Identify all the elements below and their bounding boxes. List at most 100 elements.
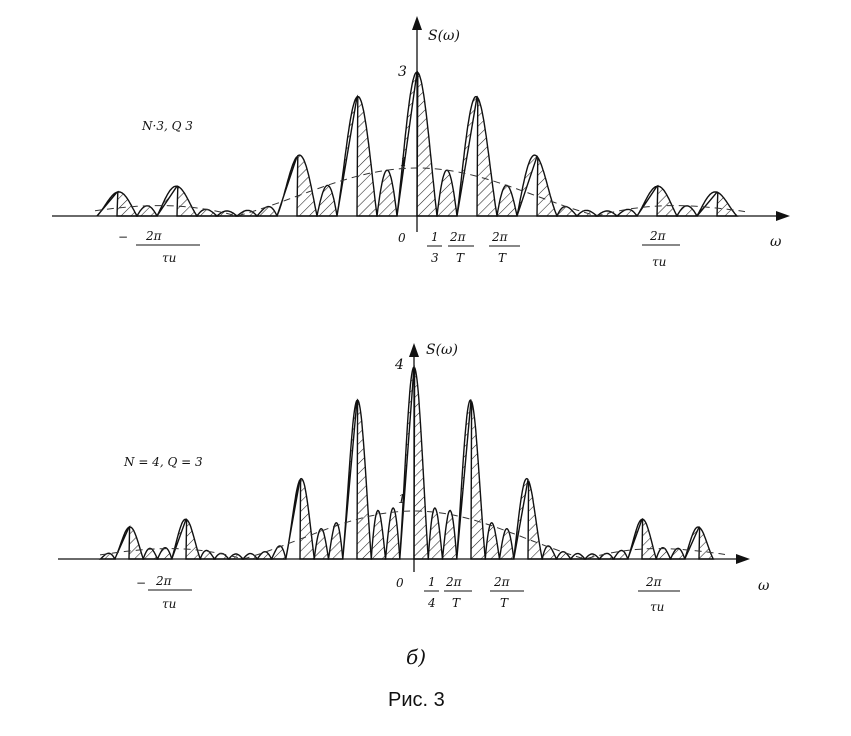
bottom-neg-tick-num: 2π — [155, 574, 173, 588]
bottom-spectrum-lobe-0 — [98, 552, 116, 560]
top-spectrum-lobe-21 — [516, 154, 538, 217]
top-spectrum-lobe-9 — [276, 156, 298, 217]
bottom-spectrum-lobe-37 — [627, 517, 644, 560]
bottom-frac-num: 1 — [428, 575, 436, 589]
bottom-spectrum-lobe-13 — [285, 479, 301, 560]
bottom-spectrum-lobe-18 — [356, 398, 373, 560]
bottom-spectrum-lobe-26 — [470, 401, 487, 560]
bottom-period1-num: 2π — [445, 575, 463, 589]
figure-part-label: б) — [406, 645, 426, 669]
top-spectrum-lobe-31 — [716, 191, 739, 217]
bottom-spectrum-lobe-12 — [270, 545, 287, 560]
bottom-spectrum-lobe-24 — [441, 509, 458, 560]
bottom-neg-tick-prefix: − — [136, 576, 146, 590]
top-spectrum-lobe-2 — [135, 205, 159, 217]
bottom-spectrum-lobe-16 — [327, 522, 344, 560]
bottom-spectrum-lobe-33 — [569, 552, 587, 560]
bottom-y-axis-label: S(ω) — [426, 342, 458, 358]
bottom-x-arrow — [736, 554, 750, 564]
top-params: N·3, Q 3 — [141, 119, 193, 133]
bottom-spectrum-lobe-27 — [484, 522, 501, 560]
top-y-axis-label: S(ω) — [428, 28, 460, 44]
top-spectrum-lobe-27 — [636, 184, 659, 217]
bottom-params: N = 4, Q = 3 — [123, 455, 203, 469]
bottom-y-arrow — [409, 343, 419, 357]
bottom-spectrum-lobe-9 — [227, 553, 245, 560]
bottom-neg-tick-den: τи — [162, 597, 176, 611]
bottom-spectrum-lobes — [98, 365, 715, 560]
top-spectrum-lobe-28 — [656, 185, 679, 217]
bottom-spectrum-lobe-32 — [555, 550, 573, 560]
bottom-spectrum-lobe-19 — [370, 509, 387, 560]
top-spectrum-lobe-12 — [336, 94, 359, 217]
top-period2-den: T — [498, 251, 507, 265]
top-x-axis-label: ω — [770, 234, 782, 250]
bottom-spectrum-lobe-36 — [612, 549, 629, 560]
bottom-pos-tick-den: τи — [650, 600, 664, 614]
top-neg-tick-prefix: − — [118, 230, 128, 244]
top-x-arrow — [776, 211, 790, 221]
top-spectrum-lobe-15 — [396, 70, 418, 217]
bottom-peak-label: 4 — [394, 357, 404, 373]
top-spectrum-lobe-26 — [615, 208, 639, 217]
bottom-x-axis-label: ω — [758, 578, 770, 594]
bottom-spectrum-lobe-4 — [156, 546, 173, 560]
bottom-spectrum-lobe-5 — [171, 518, 187, 560]
bottom-spectrum-lobe-29 — [513, 477, 529, 560]
bottom-spectrum-lobe-15 — [313, 527, 330, 560]
top-spectrum-lobe-29 — [675, 205, 699, 217]
top-spectrum-lobe-10 — [296, 154, 318, 217]
top-spectrum-lobe-5 — [195, 208, 219, 217]
top-spectrum-lobe-30 — [696, 191, 719, 217]
top-frac-den: 3 — [431, 251, 439, 265]
top-spectrum-lobe-3 — [156, 185, 179, 217]
bottom-spectrum-lobe-2 — [128, 526, 145, 560]
top-peak-label: 3 — [398, 64, 407, 80]
bottom-spectrum-lobe-31 — [541, 545, 558, 560]
bottom-spectrum-lobe-22 — [413, 367, 430, 560]
top-period1-den: T — [456, 251, 465, 265]
bottom-plot: S(ω) ω 4 1 N = 4, Q = 3 0 − 2π τи 1 4 2π… — [58, 342, 770, 614]
top-period1-num: 2π — [449, 230, 467, 244]
top-spectrum-lobe-14 — [376, 169, 398, 217]
top-spectrum-lobe-4 — [176, 185, 199, 217]
top-plot: S(ω) ω 3 1 N·3, Q 3 0 − 2π τи 1 3 2π T 2… — [52, 16, 790, 269]
bottom-spectrum-lobe-42 — [698, 526, 715, 560]
top-frac-num: 1 — [431, 230, 439, 244]
bottom-spectrum-lobe-20 — [384, 507, 401, 560]
top-pos-tick-num: 2π — [649, 229, 667, 243]
bottom-spectrum-lobe-6 — [185, 518, 202, 560]
bottom-period2-den: T — [500, 596, 509, 610]
bottom-spectrum-lobe-17 — [342, 399, 358, 560]
top-origin-label: 0 — [398, 231, 406, 245]
bottom-spectrum-lobe-21 — [399, 365, 415, 560]
top-neg-tick-num: 2π — [145, 229, 163, 243]
top-spectrum-lobe-23 — [555, 205, 579, 217]
bottom-spectrum-lobe-1 — [114, 525, 131, 560]
top-y-arrow — [412, 16, 422, 30]
bottom-spectrum-lobe-23 — [427, 507, 444, 560]
top-spectrum-lobe-20 — [496, 184, 518, 217]
top-envelope-label: 1 — [400, 155, 408, 169]
bottom-spectrum-lobe-38 — [641, 518, 658, 560]
figure-caption: Рис. 3 — [388, 689, 445, 711]
top-envelope-curve — [94, 167, 746, 217]
bottom-spectrum-lobe-14 — [299, 477, 316, 560]
bottom-pos-tick-num: 2π — [645, 575, 663, 589]
bottom-spectrum-lobe-28 — [498, 527, 515, 560]
top-spectrum-lobe-1 — [116, 191, 139, 217]
bottom-spectrum-lobe-3 — [142, 547, 159, 560]
bottom-spectrum-lobe-40 — [669, 547, 686, 560]
bottom-period1-den: T — [452, 596, 461, 610]
bottom-frac-den: 4 — [427, 596, 436, 610]
top-spectrum-lobe-13 — [356, 95, 378, 217]
bottom-spectrum-lobe-25 — [456, 399, 472, 560]
bottom-spectrum-lobe-7 — [199, 549, 216, 560]
bottom-spectrum-lobe-39 — [655, 546, 672, 560]
bottom-period2-num: 2π — [493, 575, 511, 589]
bottom-spectrum-lobe-41 — [684, 526, 701, 560]
top-spectrum-lobe-22 — [536, 155, 559, 217]
bottom-spectrum-lobe-35 — [597, 552, 615, 560]
bottom-spectrum-lobe-34 — [583, 553, 601, 560]
